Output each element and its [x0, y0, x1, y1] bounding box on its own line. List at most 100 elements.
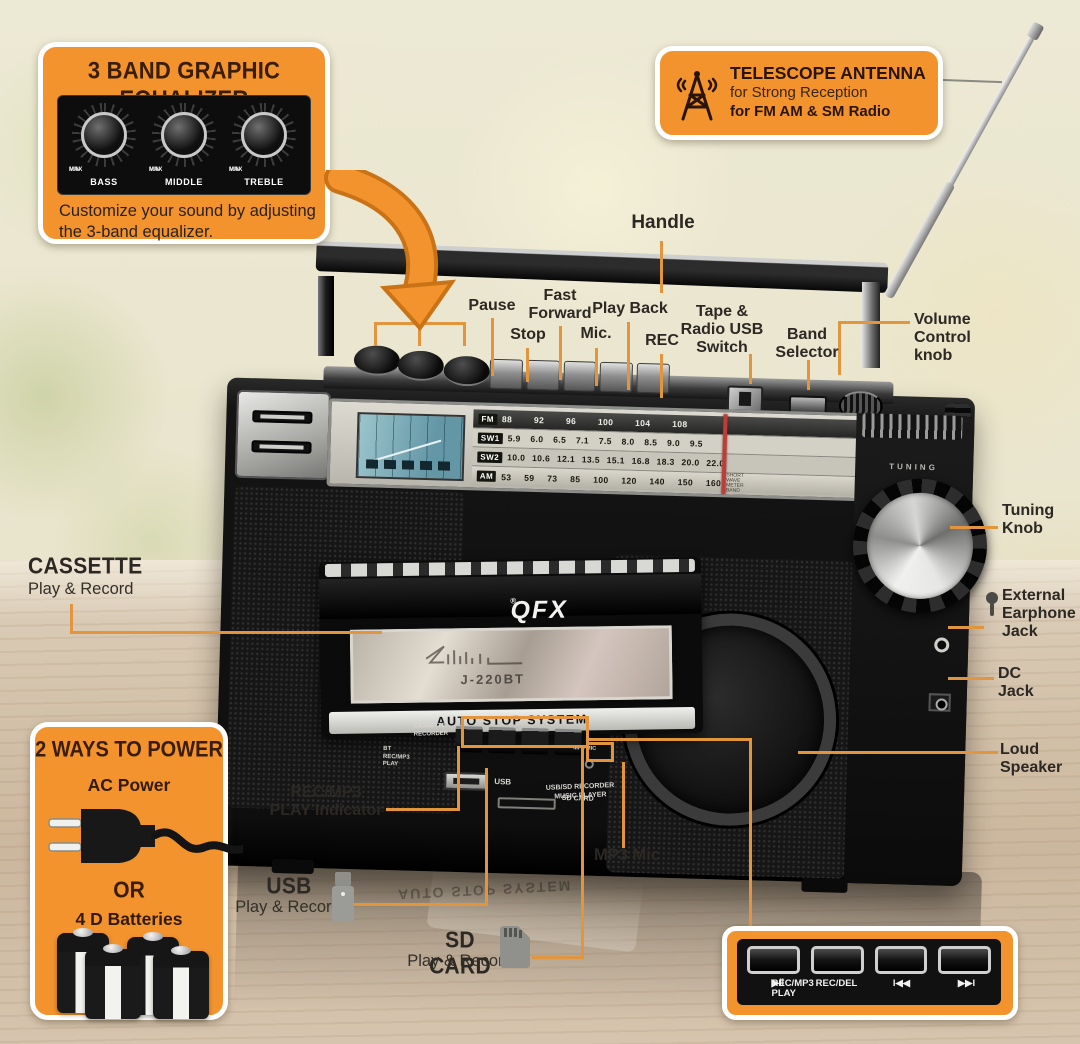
bt-rec-indicator-text: BT REC/MP3 PLAY — [382, 745, 410, 768]
band-selector-line — [807, 360, 810, 390]
cassette-window: J-220BT — [345, 621, 677, 708]
transport-buttons-highlight — [461, 716, 589, 748]
rec-indicator-label: REC/MP3 PLAY Indicator — [269, 784, 383, 819]
brand-band: QFX® — [319, 573, 702, 624]
panel-link-line-h — [589, 738, 752, 741]
registered-mark: ® — [510, 596, 519, 606]
play-back-label: Play Back — [592, 300, 668, 317]
cassette-line-v — [70, 604, 73, 634]
d-battery-icon — [153, 946, 209, 1019]
handle-label: Handle — [631, 212, 695, 233]
usb-line-h — [354, 903, 488, 906]
play-back-line — [627, 322, 630, 390]
bass-name: BASS — [90, 177, 118, 187]
eq-bracket-v1 — [374, 322, 377, 346]
next-button-icon — [938, 946, 991, 974]
loud-speaker-label: Loud Speaker — [1000, 741, 1063, 776]
right-side-panel: TUNING — [843, 413, 989, 887]
cassette-transport-keys — [489, 358, 670, 400]
sw1-band-chip: SW1 — [477, 431, 503, 444]
knob-icon — [81, 112, 127, 158]
tuning-text: TUNING — [889, 461, 939, 473]
earphone-icon — [986, 592, 998, 616]
rec-indicator-line-h — [386, 808, 460, 811]
usb-port — [444, 771, 489, 791]
tuning-line — [950, 526, 998, 529]
side-vents — [862, 413, 963, 440]
stop-line — [526, 348, 529, 382]
treble-name: TREBLE — [244, 177, 284, 187]
left-vent-plate — [234, 389, 332, 481]
dc-jack — [928, 693, 951, 712]
usb-sublabel: Play & Record — [235, 898, 341, 916]
vent-slot — [252, 410, 313, 424]
dial-scales: FM 88 92 96 100 104 108 SW1 5.9 6.0 6.5 … — [471, 409, 866, 498]
equalizer-caption: Customize your sound by adjusting the 3-… — [59, 202, 316, 241]
handle-line — [660, 241, 663, 293]
dc-line — [948, 677, 994, 680]
usb-drive-icon — [332, 872, 354, 922]
fast-forward-key — [562, 360, 597, 392]
tape-switch-line — [749, 354, 752, 384]
ac-plug-icon — [48, 809, 243, 863]
usb-line-v — [485, 768, 488, 906]
sd-card-sublabel: Play & Record — [407, 952, 513, 970]
antenna-title: TELESCOPE ANTENNA — [730, 63, 926, 83]
rec-del-button-icon — [810, 946, 864, 974]
volume-line-v — [838, 321, 841, 375]
sw2-frequencies: 10.0 10.6 12.1 13.5 15.1 16.8 18.3 20.0 … — [507, 452, 725, 469]
min-label: MIN — [229, 167, 240, 173]
signal-meter — [355, 412, 466, 482]
fast-forward-line — [559, 326, 562, 380]
sd-card-icon — [500, 926, 530, 968]
stop-key — [526, 359, 560, 391]
eq-bracket-v2 — [418, 322, 421, 346]
handle-right-support — [862, 282, 880, 368]
max-label: MAX — [229, 167, 243, 173]
usb-port-label: USB — [494, 777, 512, 787]
fm-band-chip: FM — [478, 412, 498, 425]
rec-indicator-line-v — [457, 746, 460, 811]
volume-line-h — [838, 321, 910, 324]
volume-label: Volume Control knob — [914, 311, 971, 364]
loud-speaker-line — [798, 751, 998, 754]
mp3-mic-line — [622, 762, 625, 848]
eq-bracket-v3 — [463, 322, 466, 346]
tuner-dial: FM 88 92 96 100 104 108 SW1 5.9 6.0 6.5 … — [326, 398, 869, 502]
equalizer-arrow — [324, 170, 457, 332]
meter-band-note: SHORT WAVE METER BAND — [725, 471, 744, 494]
next-label: ▶▶I — [957, 978, 976, 989]
usb-label: USB — [266, 874, 312, 899]
band-selector-label: Band Selector — [775, 326, 839, 361]
pause-key — [489, 358, 523, 390]
playback-buttons — [747, 946, 991, 974]
tape-switch-label: Tape & Radio USB Switch — [680, 303, 764, 356]
pause-label: Pause — [468, 297, 516, 314]
sw2-band-chip: SW2 — [477, 450, 503, 463]
boombox-radio: FM 88 92 96 100 104 108 SW1 5.9 6.0 6.5 … — [213, 337, 989, 893]
earphone-line — [948, 626, 984, 629]
mic-label: Mic. — [580, 325, 612, 342]
rec-del-label: REC/DEL — [815, 978, 858, 989]
sd-line-v — [581, 748, 584, 959]
rec-key — [636, 362, 670, 394]
sd-card-label: SD CARD — [429, 928, 491, 979]
radio-foot — [801, 877, 848, 893]
play-pause-button-icon — [747, 946, 800, 974]
sw1-frequencies: 5.9 6.0 6.5 7.1 7.5 8.0 8.5 9.0 9.5 — [507, 433, 704, 449]
meter-needle — [373, 439, 442, 462]
prev-button-icon — [874, 946, 928, 974]
prev-label: I◀◀ — [892, 978, 911, 989]
tuning-label: Tuning Knob — [1002, 502, 1055, 537]
panel-link-line-v — [749, 738, 752, 934]
am-band-chip: AM — [476, 470, 497, 482]
antenna-line2: for FM AM & SM Radio — [730, 102, 891, 120]
vent-slot — [251, 440, 312, 454]
